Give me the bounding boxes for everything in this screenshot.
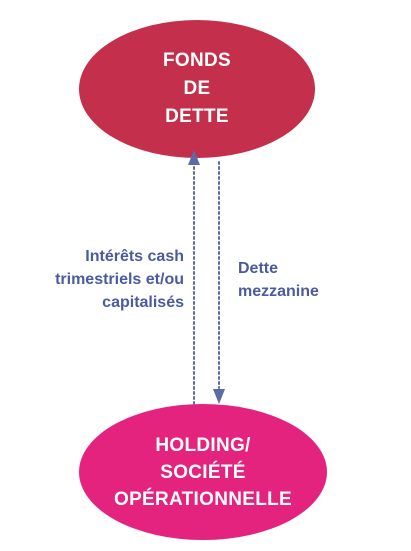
bottom-node-shape [79,404,327,540]
node-top-line-1: FONDS [163,50,231,71]
node-holding-societe-operationnelle: HOLDING/ SOCIÉTÉ OPÉRATIONNELLE [79,404,327,540]
up-arrowhead-icon [188,150,200,165]
down-arrowhead-icon [213,389,225,404]
node-fonds-de-dette: FONDS DE DETTE [79,20,315,158]
edge-label-interets: Intérêts cash trimestriels et/ou capital… [0,245,184,314]
node-top-line-3: DETTE [165,106,229,127]
edge-label-interets-line-1: Intérêts cash [85,248,184,265]
up-arrow [188,150,200,405]
edge-label-interets-line-3: capitalisés [102,294,184,311]
top-node-shape [79,20,315,158]
edge-label-dette-mezzanine: Dette mezzanine [238,257,388,303]
node-bottom-line-1: HOLDING/ [155,434,251,456]
edge-label-dette-line-1: Dette [238,260,279,277]
node-bottom-line-2: SOCIÉTÉ [160,461,246,483]
down-arrow [213,161,225,404]
node-top-line-2: DE [183,78,211,99]
node-bottom-line-3: OPÉRATIONNELLE [113,488,293,510]
edge-label-interets-line-2: trimestriels et/ou [55,271,184,288]
edge-label-dette-line-2: mezzanine [238,283,319,300]
